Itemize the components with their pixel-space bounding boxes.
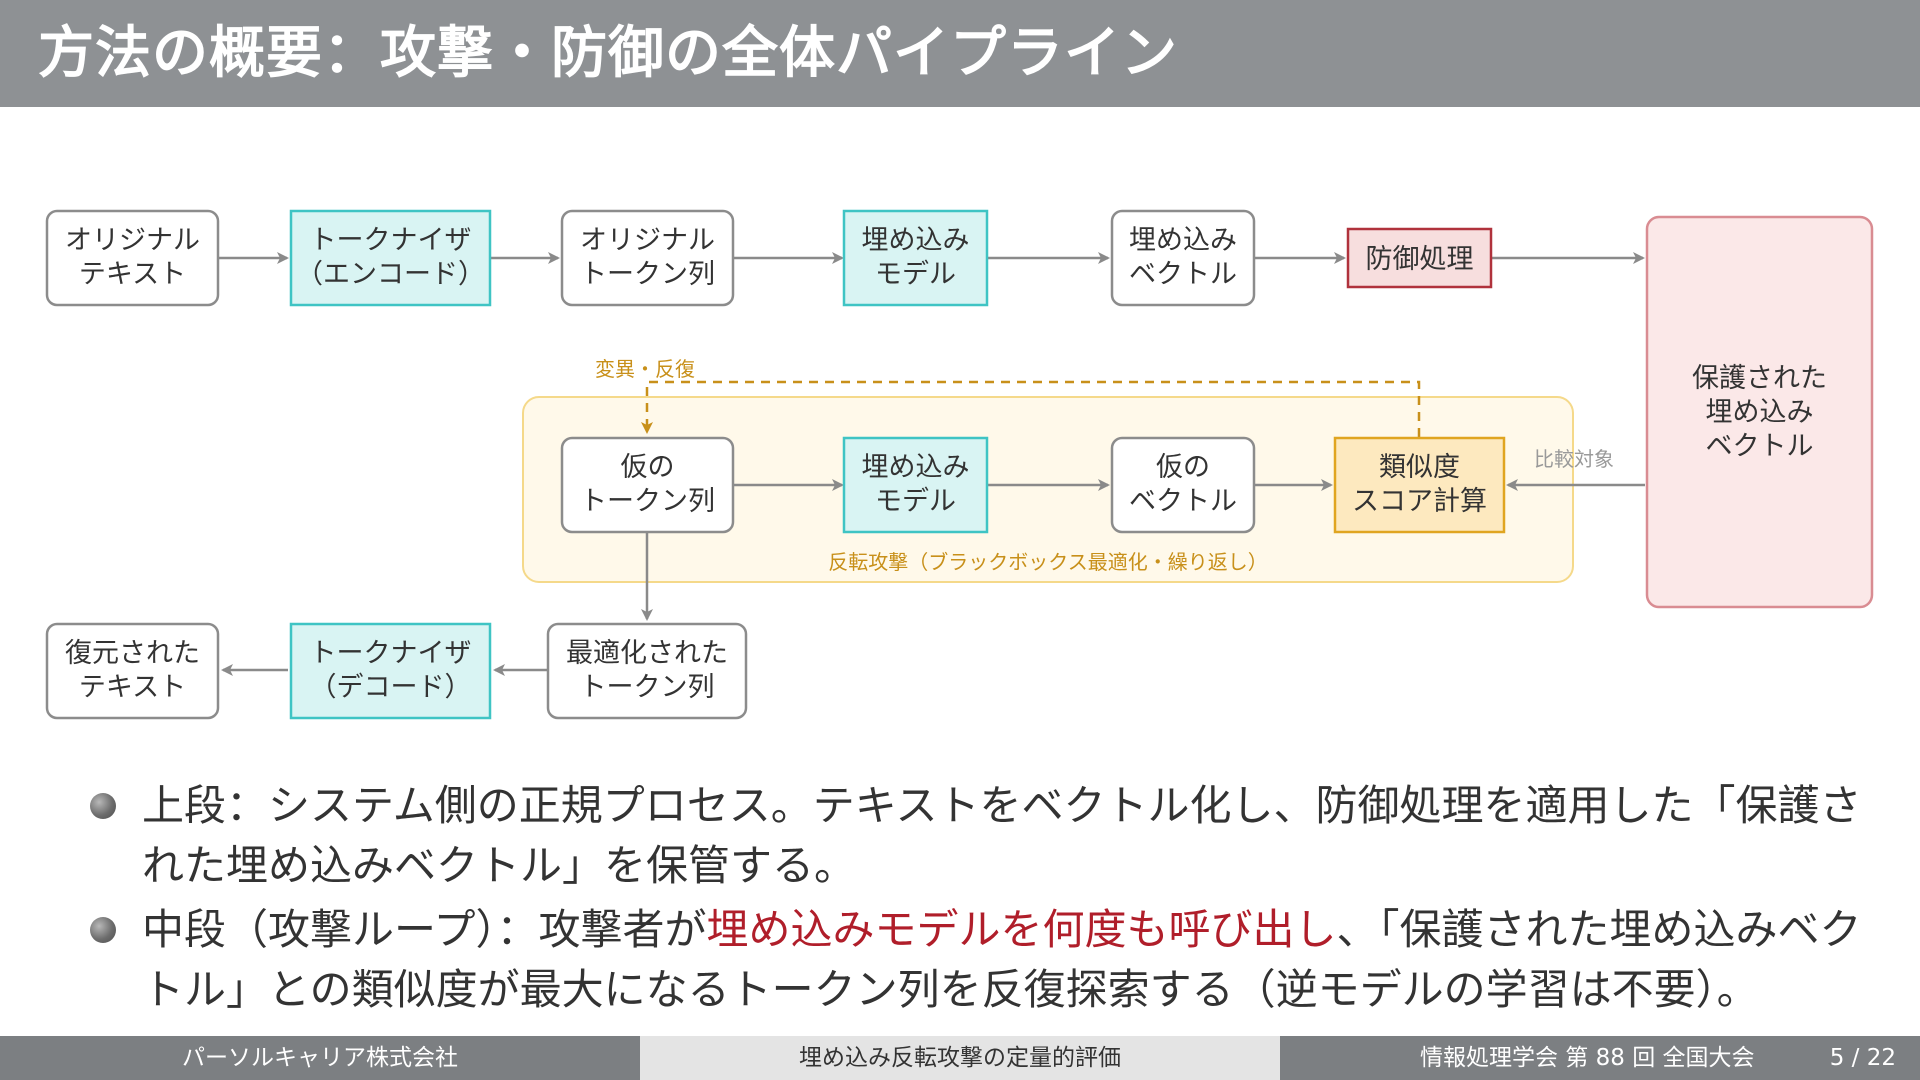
node-optimized-tokens: 最適化された トークン列 [546, 622, 748, 720]
node-embedding-model-mid-line1: 埋め込み [862, 452, 970, 483]
node-optimized-tokens-line2: トークン列 [580, 672, 715, 703]
bullet-text-upper-stage: 上段：システム側の正規プロセス。テキストをベクトル化し、防御処理を適用した「保護… [142, 781, 1862, 890]
node-tokenizer-encode-line2: （エンコード） [296, 259, 485, 290]
node-original-tokens-line1: オリジナル [580, 225, 715, 256]
feedback-loop-arrow [641, 380, 1421, 437]
node-protected-vector-line1: 保護された [1692, 363, 1827, 394]
node-embedding-model-top-line1: 埋め込み [862, 225, 970, 256]
footer-page-number: 5 / 22 [1829, 1045, 1896, 1071]
bullet-list: 上段：システム側の正規プロセス。テキストをベクトル化し、防御処理を適用した「保護… [90, 776, 1890, 1020]
footer-topic: 埋め込み反転攻撃の定量的評価 [640, 1036, 1280, 1080]
node-tokenizer-decode: トークナイザ （デコード） [289, 622, 492, 720]
node-similarity-score: 類似度 スコア計算 [1333, 436, 1506, 534]
node-protected-vector: 保護された 埋め込み ベクトル [1645, 215, 1874, 609]
node-embedding-model-top: 埋め込み モデル [842, 209, 989, 307]
footer-company: パーソルキャリア株式会社 [0, 1036, 640, 1080]
slide-title: 方法の概要：攻撃・防御の全体パイプライン [38, 21, 1178, 86]
node-tokenizer-encode: トークナイザ （エンコード） [289, 209, 492, 307]
node-temp-tokens-line2: トークン列 [580, 486, 715, 517]
node-protected-vector-line3: ベクトル [1706, 431, 1814, 462]
bullet-text-attack-loop-post: 、「保護された埋め込みベクトル」との類似度が最大になるトークン列を反復探索する（… [142, 905, 1862, 1014]
node-restored-text-line2: テキスト [79, 672, 186, 703]
node-protected-vector-line2: 埋め込み [1706, 397, 1814, 428]
node-temp-tokens-line1: 仮の [621, 452, 675, 483]
node-original-text-line1: オリジナル [65, 225, 200, 256]
label-mutate-iterate: 変異・反復 [595, 357, 695, 381]
node-similarity-score-line2: スコア計算 [1352, 486, 1487, 517]
node-optimized-tokens-line1: 最適化された [566, 638, 728, 669]
node-original-tokens-line2: トークン列 [580, 259, 715, 290]
node-tokenizer-encode-line1: トークナイザ [310, 225, 472, 256]
node-defense-process-label: 防御処理 [1366, 244, 1474, 275]
node-similarity-score-line1: 類似度 [1379, 452, 1460, 483]
node-embedding-model-top-line2: モデル [875, 259, 956, 290]
node-embedding-model-mid-line2: モデル [875, 486, 956, 517]
bullet-dot-icon [90, 917, 116, 943]
bullet-text-attack-loop-highlight: 埋め込みモデルを何度も呼び出し [706, 905, 1337, 954]
node-restored-text: 復元された テキスト [45, 622, 220, 720]
bullet-dot-icon [90, 793, 116, 819]
pipeline-diagram: オリジナル テキスト トークナイザ （エンコード） オリジナル トークン列 埋め… [45, 209, 1874, 720]
node-defense-process: 防御処理 [1346, 227, 1493, 289]
footer-bar: パーソルキャリア株式会社 埋め込み反転攻撃の定量的評価 情報処理学会 第 88 … [0, 1036, 1920, 1080]
node-temp-vector-line1: 仮の [1156, 452, 1210, 483]
node-embedding-vector-line2: ベクトル [1129, 259, 1237, 290]
label-inversion-attack-loop: 反転攻撃（ブラックボックス最適化・繰り返し） [828, 550, 1267, 574]
node-embedding-model-mid: 埋め込み モデル [842, 436, 989, 534]
node-restored-text-line1: 復元された [65, 638, 200, 669]
node-tokenizer-decode-line1: トークナイザ [310, 638, 472, 669]
node-original-text-line2: テキスト [79, 259, 186, 290]
node-tokenizer-decode-line2: （デコード） [310, 672, 472, 703]
node-temp-vector: 仮の ベクトル [1110, 436, 1256, 534]
label-compare-target: 比較対象 [1534, 447, 1614, 471]
footer-right: 情報処理学会 第 88 回 全国大会 5 / 22 [1280, 1036, 1920, 1080]
node-embedding-vector-line1: 埋め込み [1129, 225, 1237, 256]
node-temp-tokens: 仮の トークン列 [560, 436, 735, 534]
node-embedding-vector: 埋め込み ベクトル [1110, 209, 1256, 307]
bullet-text-attack-loop-pre: 中段（攻撃ループ）：攻撃者が [142, 905, 707, 954]
node-temp-vector-line2: ベクトル [1129, 486, 1237, 517]
bullet-item-attack-loop: 中段（攻撃ループ）：攻撃者が埋め込みモデルを何度も呼び出し、「保護された埋め込み… [90, 900, 1890, 1020]
footer-conference: 情報処理学会 第 88 回 全国大会 [1420, 1045, 1755, 1071]
node-original-text: オリジナル テキスト [45, 209, 220, 307]
title-bar: 方法の概要：攻撃・防御の全体パイプライン [0, 0, 1920, 107]
node-original-tokens: オリジナル トークン列 [560, 209, 735, 307]
attack-loop-region [522, 396, 1574, 583]
bullet-item-upper-stage: 上段：システム側の正規プロセス。テキストをベクトル化し、防御処理を適用した「保護… [90, 776, 1890, 896]
